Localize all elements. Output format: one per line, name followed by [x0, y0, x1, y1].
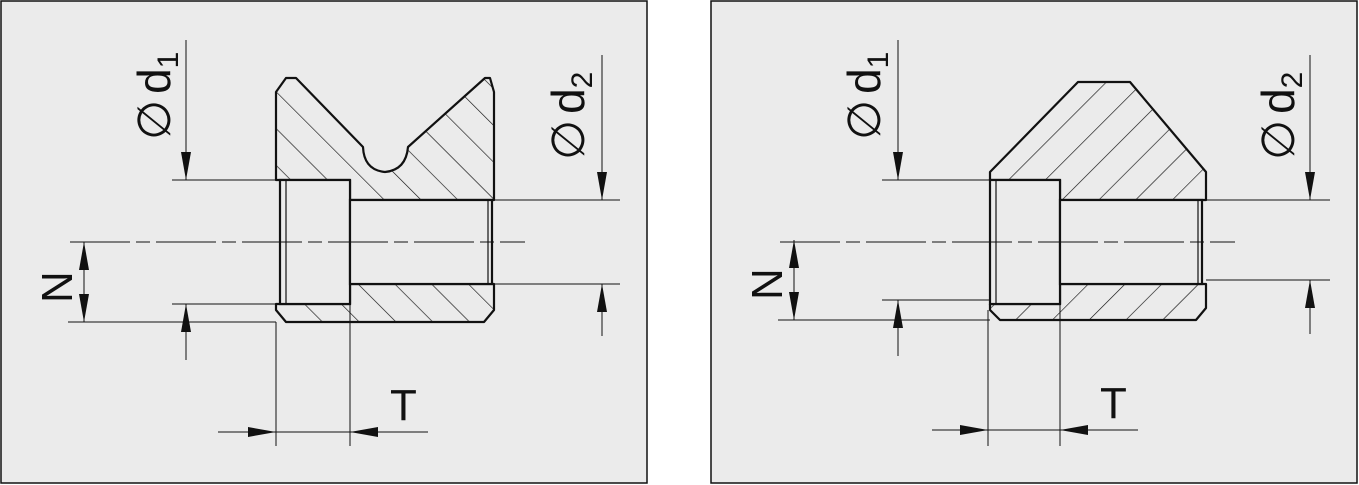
dimension-t	[218, 427, 428, 437]
extension-lines	[778, 179, 1330, 446]
label-t: T	[390, 381, 417, 430]
dimension-d2	[597, 55, 607, 336]
label-n: N	[743, 268, 792, 300]
label-t: T	[1100, 379, 1127, 428]
extension-lines	[68, 179, 620, 446]
dimension-t	[932, 425, 1138, 435]
chamfered-roller-drawing: ∅d1 ∅d2 N T	[710, 0, 1358, 484]
drawing-panel-chamfered: ∅d1 ∅d2 N T	[710, 0, 1358, 484]
label-d2-diameter: ∅d2	[542, 72, 599, 160]
dimension-d1	[893, 40, 903, 356]
v-groove-pulley-drawing: ∅d1 ∅d2 N T	[0, 0, 648, 484]
drawing-panel-v-groove: ∅d1 ∅d2 N T	[0, 0, 648, 484]
dimension-d1	[181, 40, 191, 360]
label-n: N	[33, 271, 82, 303]
label-d2-diameter: ∅d2	[1252, 72, 1309, 160]
label-d1-diameter: ∅d1	[128, 52, 185, 140]
label-d1-diameter: ∅d1	[838, 52, 895, 140]
dimension-d2	[1305, 55, 1315, 334]
dimension-n	[789, 240, 799, 320]
part-upper-section	[274, 76, 496, 202]
dimension-n	[79, 242, 89, 322]
